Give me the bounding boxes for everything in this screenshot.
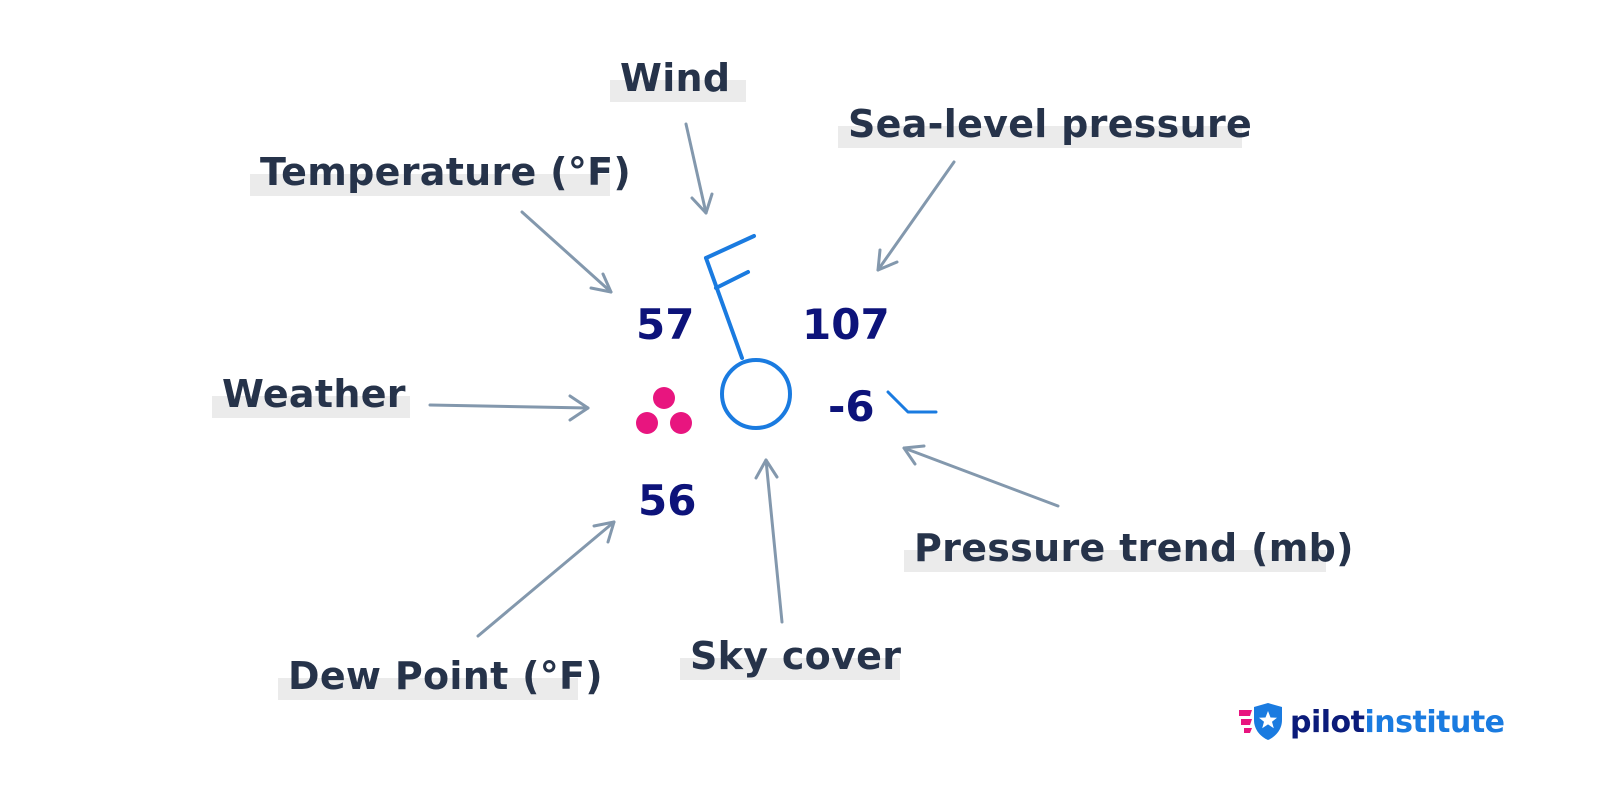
dew-point-value: 56 <box>638 476 697 525</box>
weather-arrow <box>428 394 590 422</box>
pressure-trend-arrow <box>902 444 1060 508</box>
pilot-shield-star-icon <box>1239 703 1282 740</box>
weather-label-text: Weather <box>222 372 406 416</box>
brand-part-pilot: pilot <box>1290 704 1365 740</box>
sea-level-pressure-label-text: Sea-level pressure <box>848 102 1253 146</box>
sky-cover-clear-circle-icon <box>720 358 792 430</box>
sea-level-pressure-arrow <box>876 160 956 272</box>
dew-point-arrow <box>476 520 616 638</box>
pressure-trend-label-text: Pressure trend (mb) <box>914 526 1354 570</box>
temperature-value: 57 <box>636 300 695 349</box>
pressure-falling-steady-icon <box>886 390 938 414</box>
sky-cover-label-text: Sky cover <box>690 634 902 678</box>
brand-part-institute: institute <box>1364 704 1506 740</box>
sky-cover-arrow <box>754 458 784 624</box>
sea-level-pressure-value: 107 <box>802 300 890 349</box>
wind-barb-icon <box>704 234 756 360</box>
pointer-arrows <box>428 122 1060 638</box>
wind-arrow <box>684 122 714 215</box>
temperature-arrow <box>520 210 613 294</box>
wind-label-text: Wind <box>620 56 731 100</box>
dew-point-label-text: Dew Point (°F) <box>288 654 603 698</box>
rain-dots-icon <box>636 387 692 434</box>
temperature-label-text: Temperature (°F) <box>260 150 632 194</box>
pressure-trend-value: -6 <box>828 382 875 431</box>
